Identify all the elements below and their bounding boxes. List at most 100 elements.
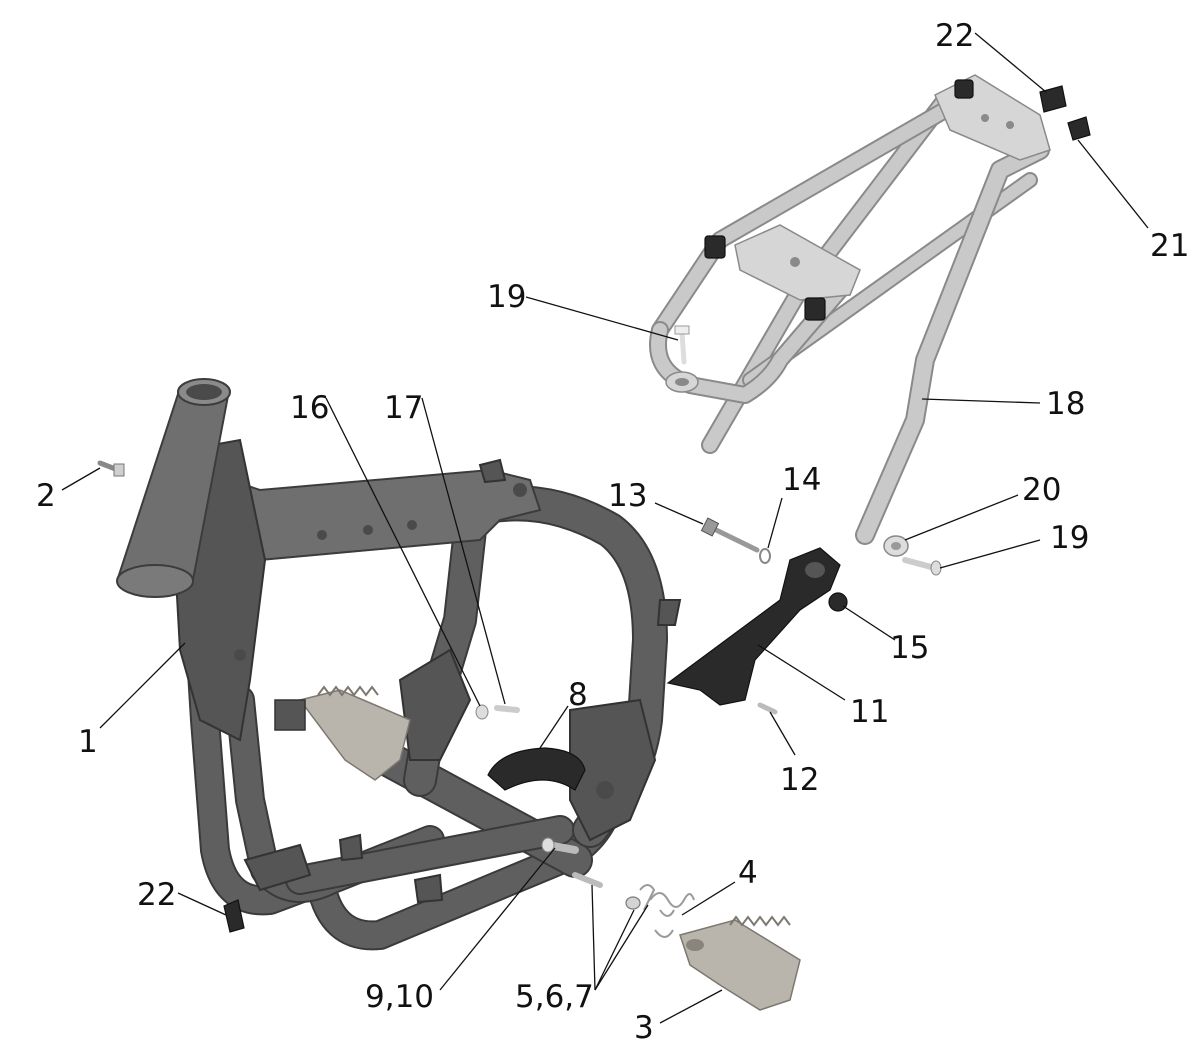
part-9-10-bolt xyxy=(541,837,579,854)
part-2-bolt-head xyxy=(113,463,125,477)
leader-19a xyxy=(525,296,679,341)
subframe-top-hole-1 xyxy=(981,114,989,122)
leader-3 xyxy=(659,989,723,1024)
part-22-clip-upper xyxy=(1039,85,1067,113)
part-6-clip xyxy=(639,884,656,911)
frame-tab-upper-right xyxy=(656,599,682,626)
frame-tab-bottom xyxy=(413,873,444,904)
part-3-footpeg-hole xyxy=(686,939,704,951)
footpeg-mounted-body xyxy=(298,689,411,781)
subframe-clip-2 xyxy=(804,297,826,321)
part-10-nut xyxy=(541,837,555,853)
subframe-top-hole-2 xyxy=(1006,121,1014,129)
part-15-nut xyxy=(828,592,848,612)
subframe-right-strut xyxy=(857,142,1048,543)
frame-swingarm-plate-left xyxy=(398,648,472,761)
callout-16: 16 xyxy=(290,390,329,426)
footpeg-mounted-bracket xyxy=(274,699,306,731)
backbone-hole-2 xyxy=(317,530,327,540)
callout-11: 11 xyxy=(850,694,889,730)
part-21-clip xyxy=(1067,116,1091,141)
part-19-bolt-lower xyxy=(902,557,942,576)
leader-17 xyxy=(421,397,506,705)
subframe-clip-1 xyxy=(704,235,726,259)
rear-subframe xyxy=(649,74,1051,545)
callout-2: 2 xyxy=(36,478,56,514)
leader-12 xyxy=(769,711,796,756)
callout-12: 12 xyxy=(780,762,819,798)
callout-1: 1 xyxy=(78,724,98,760)
callout-15: 15 xyxy=(890,630,929,666)
leader-567-a xyxy=(591,884,596,991)
leader-11 xyxy=(757,644,846,701)
callout-13: 13 xyxy=(608,478,647,514)
callout-19-lower: 19 xyxy=(1050,520,1089,556)
leader-567-b xyxy=(594,909,635,991)
backbone-hole-4 xyxy=(407,520,417,530)
steering-head-bottom xyxy=(116,564,194,598)
part-19-bolt-lower-shank xyxy=(902,557,938,571)
part-11-chain-guide xyxy=(666,547,841,706)
part-20-spacer-hole xyxy=(891,542,901,550)
part-7-pin xyxy=(572,872,603,888)
part-19-bolt-upper xyxy=(674,325,690,365)
part-17-bolt xyxy=(494,705,520,713)
leader-14 xyxy=(767,497,783,549)
leader-22b xyxy=(177,892,227,916)
callout-20: 20 xyxy=(1022,472,1061,508)
subframe-front-mount-hole xyxy=(675,378,689,386)
callout-17: 17 xyxy=(384,390,423,426)
leader-15 xyxy=(842,605,896,641)
frame-tab-top xyxy=(478,458,507,484)
part-13-bolt-shank xyxy=(709,525,760,553)
callout-3: 3 xyxy=(634,1010,654,1046)
leader-2 xyxy=(61,467,101,491)
callout-9-10: 9,10 xyxy=(365,979,434,1015)
backbone-hole-5 xyxy=(513,483,527,497)
gusset-hole xyxy=(234,649,246,661)
callout-19-upper: 19 xyxy=(487,279,526,315)
callout-21: 21 xyxy=(1150,228,1189,264)
callout-22-upper: 22 xyxy=(935,18,974,54)
frame-downtube-outer xyxy=(187,627,363,914)
leader-1 xyxy=(99,642,186,729)
backbone-hole-3 xyxy=(363,525,373,535)
frame-swingarm-plate xyxy=(569,698,657,842)
part-5-6-7-hardware xyxy=(572,872,656,911)
leader-16 xyxy=(325,397,481,707)
callout-18: 18 xyxy=(1046,386,1085,422)
part-13-long-bolt xyxy=(700,517,760,553)
part-4-spring-coil xyxy=(649,892,695,938)
part-4-spring xyxy=(649,892,695,938)
part-14-washer xyxy=(759,548,771,564)
leader-22a xyxy=(974,32,1047,93)
leader-910 xyxy=(439,847,556,991)
part-3-footpeg-teeth xyxy=(729,915,791,927)
leader-8 xyxy=(539,705,569,749)
part-11-chain-guide-hole xyxy=(805,562,825,578)
leader-13 xyxy=(654,502,704,525)
footpeg-mounted xyxy=(274,685,411,781)
part-16-nut xyxy=(475,704,489,720)
main-frame xyxy=(116,378,682,951)
steering-head-top-inner xyxy=(186,384,222,400)
swingarm-pivot-hole xyxy=(596,781,614,799)
frame-lower-crossmember-2 xyxy=(287,817,573,893)
part-19-bolt-upper-shank xyxy=(679,329,687,365)
part-8-rubber-pad xyxy=(487,747,586,791)
part-19-bolt-lower-head xyxy=(930,560,942,576)
part-13-bolt-head xyxy=(700,517,720,537)
part-5-washer xyxy=(625,896,641,910)
callout-8: 8 xyxy=(568,677,588,713)
callout-labels: 1 2 3 4 5,6,7 8 9,10 11 12 13 14 15 16 1… xyxy=(36,18,1189,1046)
leader-20 xyxy=(904,494,1019,541)
part-19-bolt-upper-head xyxy=(674,325,690,335)
part-22-clip-lower xyxy=(223,899,245,933)
subframe-clip-3 xyxy=(954,79,974,99)
leader-19b xyxy=(939,539,1041,569)
subframe-top-plate xyxy=(934,74,1051,161)
callout-4: 4 xyxy=(738,855,758,891)
callout-22-lower: 22 xyxy=(137,877,176,913)
subframe-cross-hole xyxy=(790,257,800,267)
